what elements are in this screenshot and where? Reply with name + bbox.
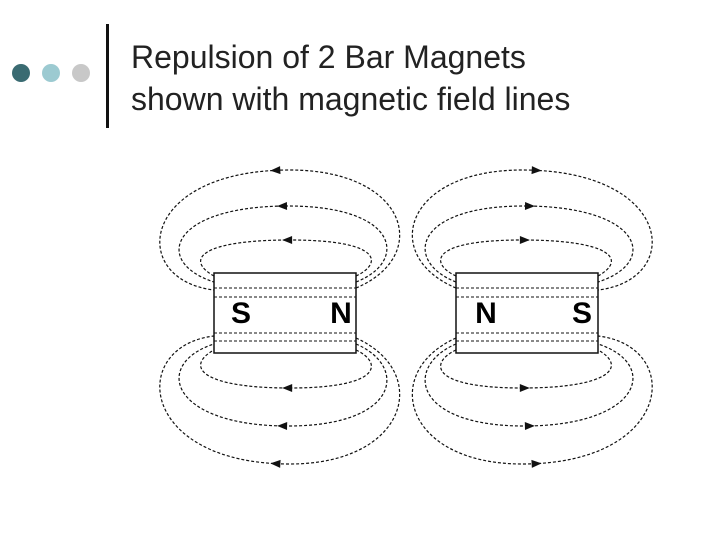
field-direction-arrow: [519, 235, 530, 244]
title-divider: [106, 24, 109, 128]
slide-title-line-2: shown with magnetic field lines: [131, 81, 571, 117]
slide-title: Repulsion of 2 Bar Magnets shown with ma…: [131, 36, 570, 120]
field-direction-arrow: [519, 384, 530, 393]
left-bar-magnet: S N: [213, 272, 357, 354]
right-magnet-north-pole: N: [475, 297, 497, 330]
left-magnet-south-pole: S: [231, 297, 251, 330]
right-magnet-south-pole: S: [572, 297, 592, 330]
field-direction-arrow: [524, 201, 536, 210]
field-line-left-top-outer: [159, 169, 401, 291]
field-line-right-bottom-outer: [411, 335, 653, 465]
field-direction-arrow: [270, 166, 281, 175]
gray-dot: [72, 64, 90, 82]
right-bar-magnet: N S: [455, 272, 599, 354]
slide-decoration-dots: [12, 64, 100, 84]
field-line-right-top-outer: [411, 169, 653, 291]
slide-title-line-1: Repulsion of 2 Bar Magnets: [131, 39, 526, 75]
left-magnet-north-pole: N: [330, 297, 352, 330]
field-direction-arrow: [531, 459, 542, 468]
left-magnet-internal-field-lines: [214, 287, 356, 342]
field-line-left-bottom-middle: [178, 343, 388, 427]
field-direction-arrow: [270, 459, 281, 468]
left-magnet-body: [213, 272, 357, 354]
field-line-left-bottom-inner: [200, 349, 372, 389]
right-magnet-internal-field-lines: [456, 287, 598, 342]
field-direction-arrow: [277, 422, 288, 431]
field-direction-arrow: [524, 422, 535, 431]
field-line-right-top-middle: [424, 205, 634, 283]
field-direction-arrow: [282, 384, 293, 393]
field-line-right-bottom-inner: [440, 349, 612, 389]
field-direction-arrow: [276, 201, 288, 210]
right-magnet-body: [455, 272, 599, 354]
field-line-left-top-inner: [200, 239, 372, 277]
field-lines: [159, 166, 653, 468]
field-direction-arrow: [531, 166, 542, 175]
dark-teal-dot: [12, 64, 30, 82]
field-line-right-top-inner: [440, 239, 612, 277]
light-teal-dot: [42, 64, 60, 82]
field-line-left-top-middle: [178, 205, 388, 283]
field-line-left-bottom-outer: [159, 335, 401, 465]
field-line-right-bottom-middle: [424, 343, 634, 427]
field-direction-arrow: [282, 235, 293, 244]
